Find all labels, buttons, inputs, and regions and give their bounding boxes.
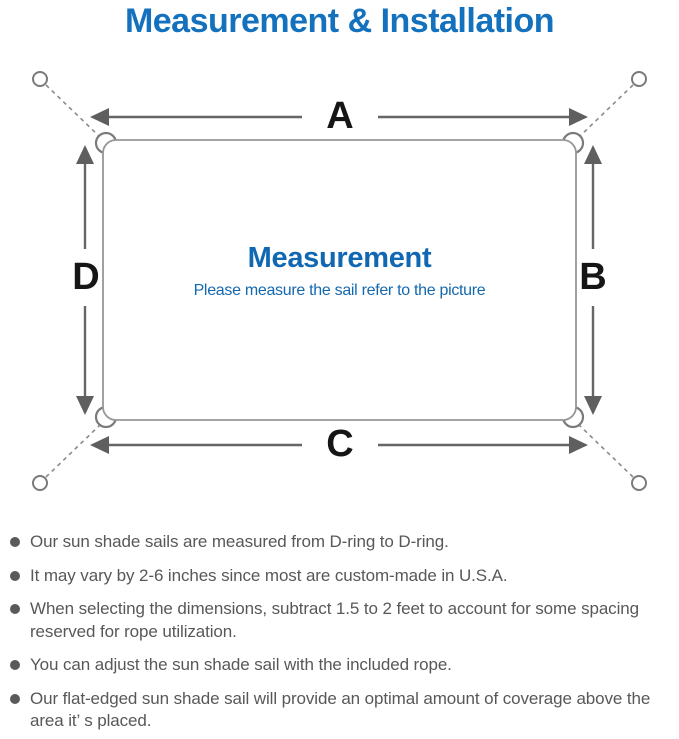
measure-arrow-b <box>584 145 602 415</box>
note-item: When selecting the dimensions, subtract … <box>10 598 670 643</box>
note-text: You can adjust the sun shade sail with t… <box>30 655 452 674</box>
anchor-point-icons <box>32 71 647 491</box>
bullet-icon <box>10 693 20 704</box>
note-item: Our sun shade sails are measured from D-… <box>10 531 670 554</box>
notes-list: Our sun shade sails are measured from D-… <box>10 531 670 739</box>
bullet-icon <box>10 604 20 614</box>
note-text: When selecting the dimensions, subtract … <box>30 599 639 641</box>
dimension-label-a: A <box>326 95 354 137</box>
sail-rectangle <box>102 139 577 421</box>
note-text: Our sun shade sails are measured from D-… <box>30 532 449 551</box>
bullet-icon <box>10 570 20 581</box>
caption-heading: Measurement <box>247 242 432 274</box>
note-item: It may vary by 2-6 inches since most are… <box>10 565 670 588</box>
bullet-icon <box>10 660 20 670</box>
measure-arrow-a <box>90 108 588 126</box>
dimension-label-d: D <box>72 256 100 298</box>
note-item: You can adjust the sun shade sail with t… <box>10 654 670 677</box>
dimension-label-c: C <box>326 423 354 465</box>
measure-arrow-d <box>76 145 94 415</box>
note-item: Our flat-edged sun shade sail will provi… <box>10 688 670 733</box>
note-text: Our flat-edged sun shade sail will provi… <box>30 688 651 731</box>
page-title: Measurement & Installation <box>124 2 555 40</box>
sail-center-caption: Measurement Please measure the sail refe… <box>103 242 576 300</box>
measure-arrow-c <box>90 436 588 454</box>
bullet-icon <box>10 537 20 547</box>
dimension-label-b: B <box>579 256 607 298</box>
note-text: It may vary by 2-6 inches since most are… <box>30 565 508 585</box>
caption-subheading: Please measure the sail refer to the pic… <box>193 282 486 299</box>
